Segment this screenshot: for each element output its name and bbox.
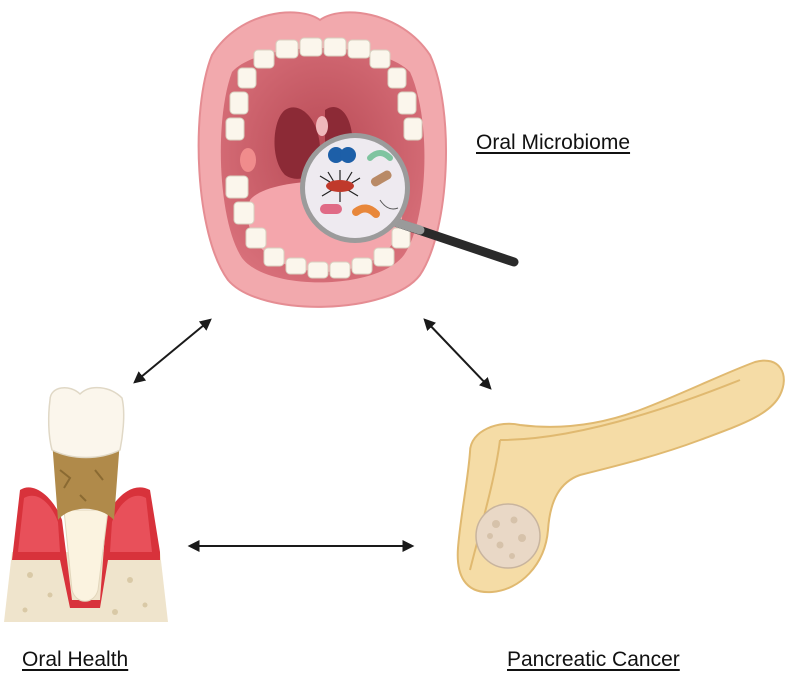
- pancreatic-cancer-label: Pancreatic Cancer: [507, 648, 680, 672]
- tooth-crown: [49, 388, 124, 458]
- arrows: [135, 320, 490, 546]
- pancreas-icon: [458, 361, 784, 593]
- oral-health-label: Oral Health: [22, 648, 128, 672]
- tumor-icon: [476, 504, 540, 568]
- oral-microbiome-label: Oral Microbiome: [476, 131, 630, 155]
- periodontal-tooth-icon: [4, 388, 168, 622]
- arrow-microbiome-health: [135, 320, 210, 382]
- arrow-microbiome-cancer: [425, 320, 490, 388]
